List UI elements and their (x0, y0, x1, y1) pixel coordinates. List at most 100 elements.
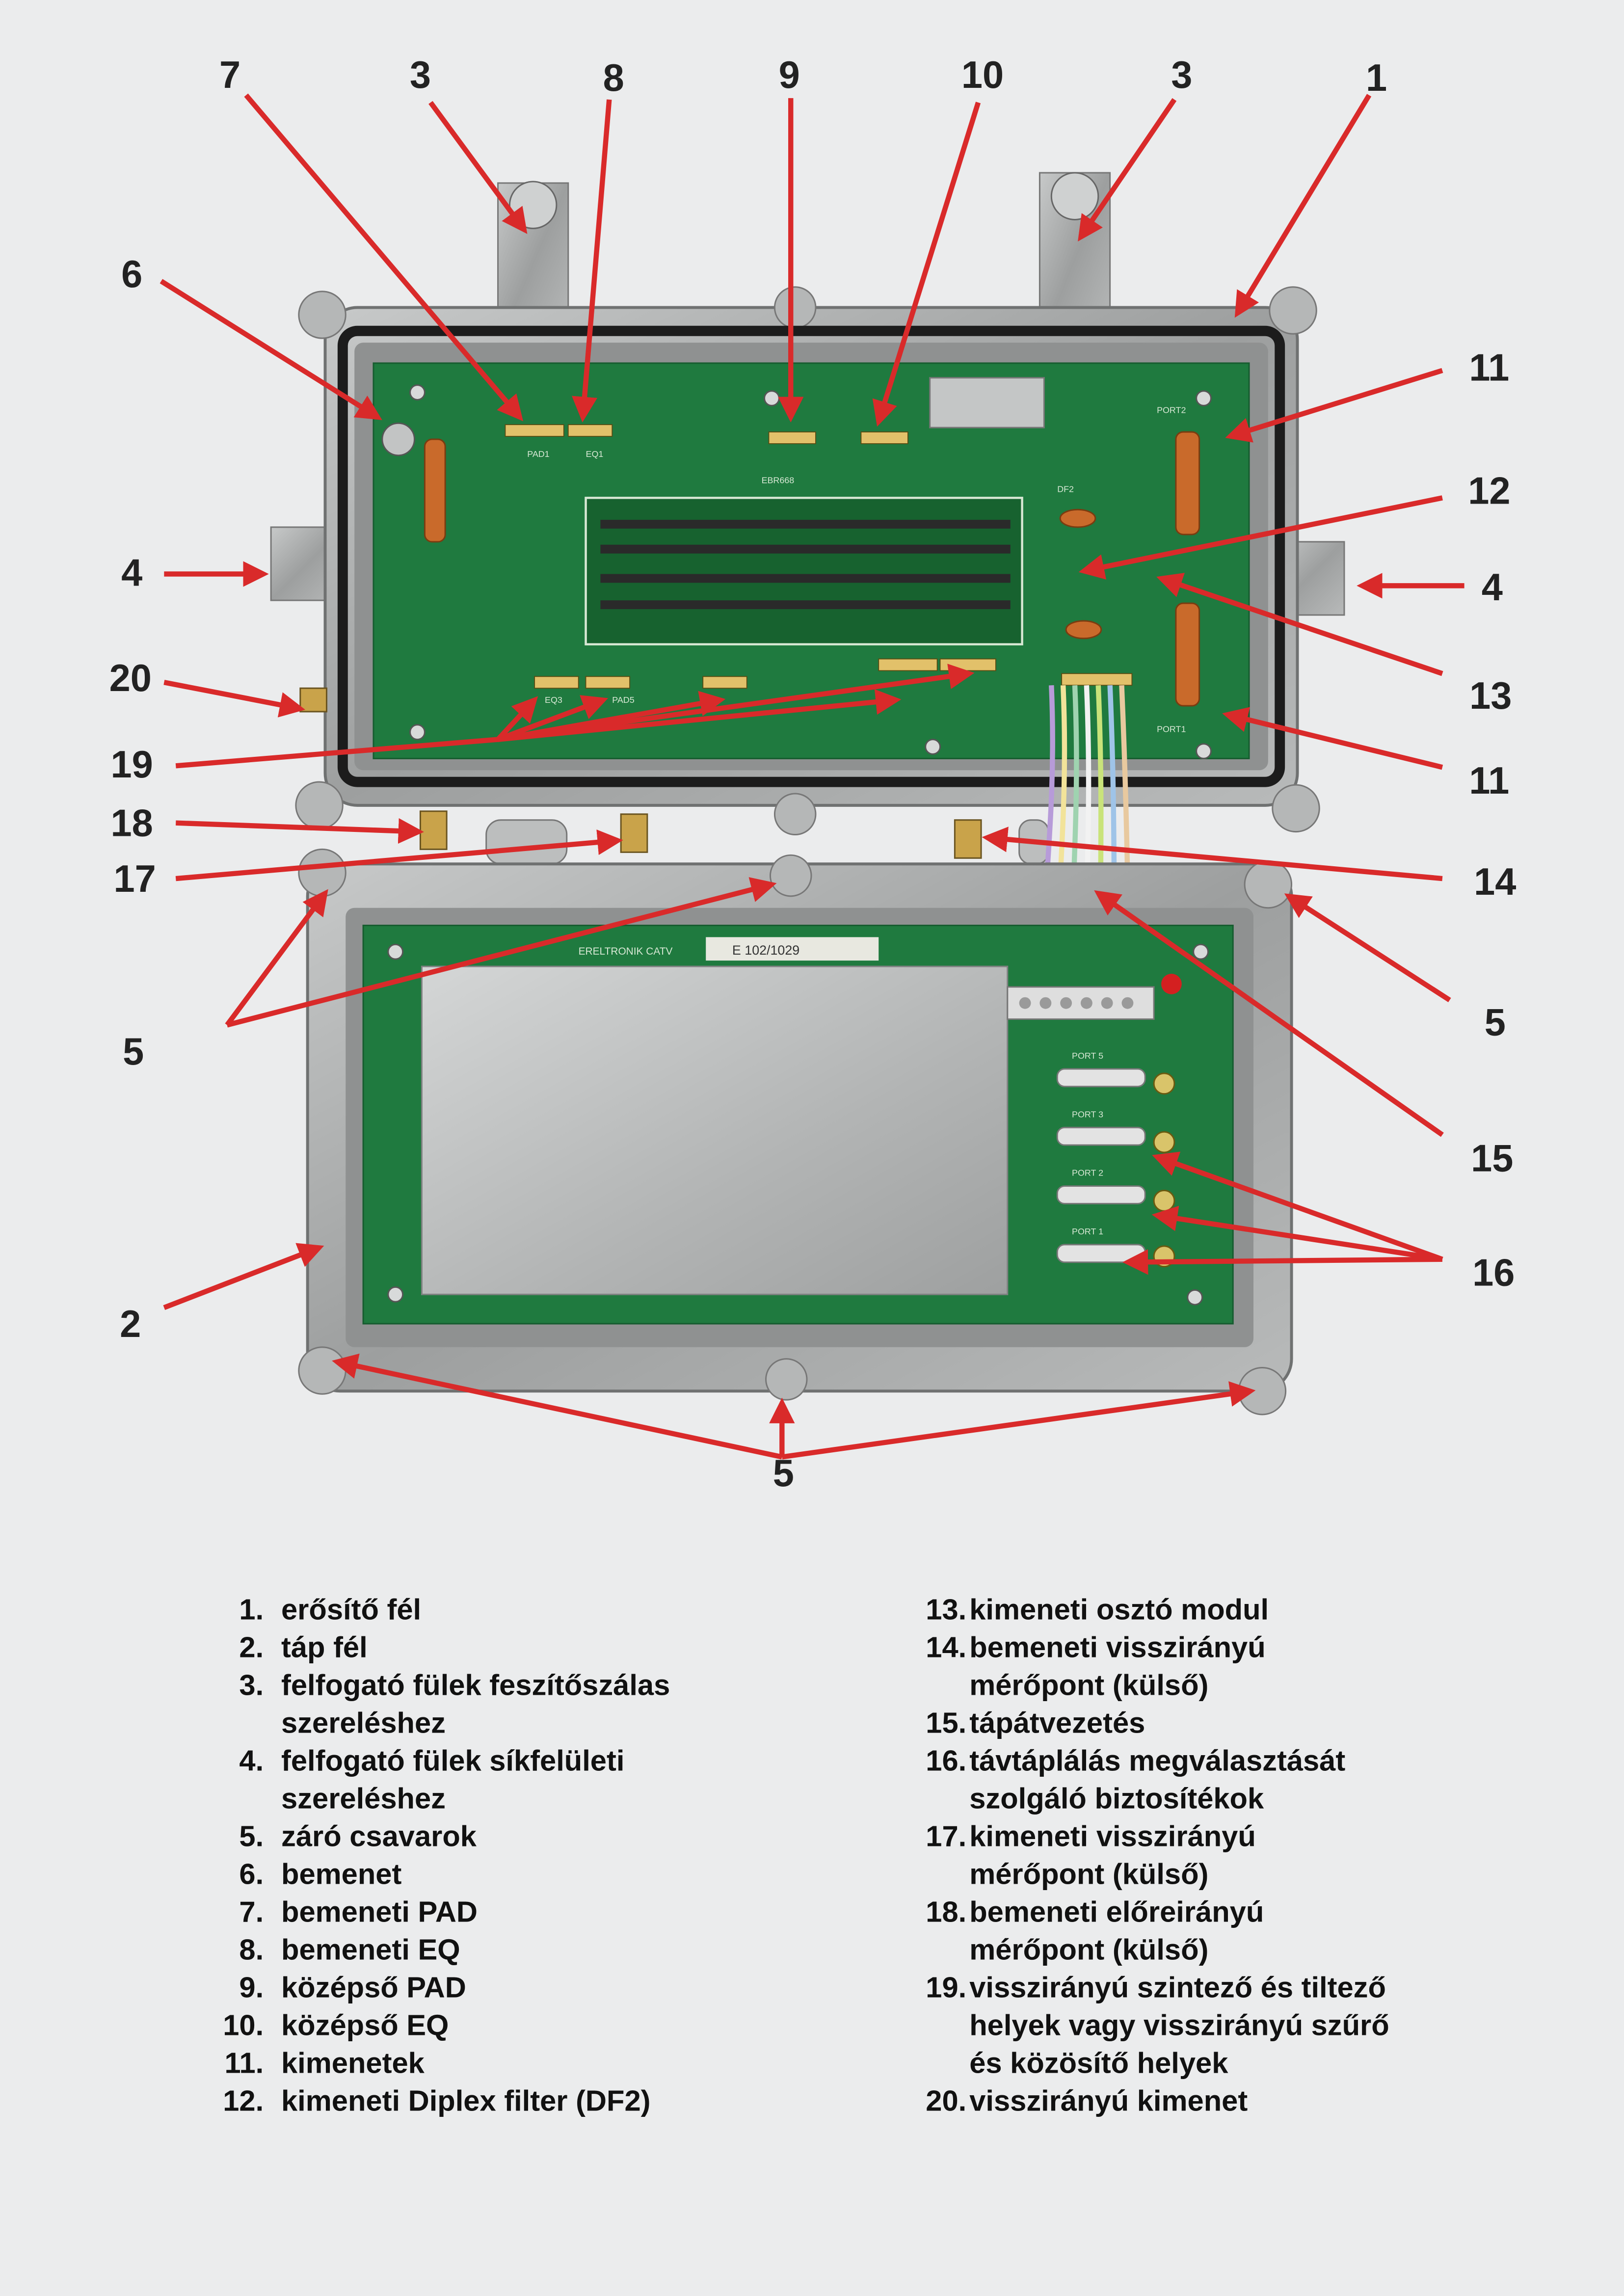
legend-item-text: erősítő fél (281, 1593, 421, 1626)
return-pad-header-2 (585, 676, 630, 689)
legend-item-number: 1. (239, 1593, 264, 1626)
lug-bolt-icon (1050, 172, 1099, 221)
legend-item-number: 20. (926, 2084, 966, 2117)
corner-ear (295, 781, 344, 830)
callout-20: 20 (109, 657, 152, 699)
power-supply-shield (421, 965, 1009, 1295)
legend-item-text: szereléshez (281, 1707, 446, 1739)
legend-item-number: 6. (239, 1857, 264, 1890)
legend-item-text: és közösítő helyek (969, 2046, 1228, 2079)
housing-gasket (337, 325, 1285, 787)
callout-16: 16 (1472, 1252, 1515, 1294)
fuse-group: PORT 5 PORT 3 PORT 2 PORT 1 (1056, 1051, 1146, 1263)
return-pad-header-1 (534, 676, 579, 689)
pcb-eq3-label: EQ3 (545, 695, 562, 705)
pcb-eq1-label: EQ1 (586, 449, 604, 459)
fuse-port3 (1056, 1126, 1146, 1146)
fuse-port3-label: PORT 3 (1072, 1109, 1103, 1119)
callout-6: 6 (121, 253, 142, 295)
legend-item-number: 2. (239, 1631, 264, 1664)
legend-item-number: 17. (926, 1819, 966, 1852)
callout-2: 2 (120, 1303, 141, 1345)
output-module-header (1061, 673, 1133, 686)
callout-10: 10 (961, 54, 1004, 96)
forward-input-test-point (419, 810, 448, 850)
callout-11: 11 (1469, 347, 1509, 389)
legend-item-text: középső PAD (281, 1971, 466, 2003)
callout-19: 19 (111, 744, 153, 786)
legend-item-text: mérőpont (külső) (969, 1857, 1208, 1890)
legend-item-text: felfogató fülek síkfelületi (281, 1744, 624, 1777)
legend-item-text: szolgáló biztosítékok (969, 1782, 1264, 1815)
legend-item-number: 9. (239, 1971, 264, 2003)
legend-item-text: bemeneti PAD (281, 1895, 478, 1928)
callout-3: 3 (410, 54, 431, 96)
pcb-pad5-label: PAD5 (612, 695, 634, 705)
corner-ear (298, 291, 346, 339)
callout-5: 5 (773, 1452, 794, 1495)
output-coil-bottom (1175, 602, 1200, 707)
return-pad-header-3 (702, 676, 747, 689)
legend-item-number: 15. (926, 1707, 966, 1739)
fuse-port1-label: PORT 1 (1072, 1227, 1103, 1236)
legend-item-number: 14. (926, 1631, 966, 1664)
fuse-port5-label: PORT 5 (1072, 1051, 1103, 1061)
legend-item-number: 11. (225, 2046, 264, 2079)
return-pad-header-4 (878, 658, 938, 671)
callout-15: 15 (1471, 1138, 1513, 1180)
input-pad-header (505, 424, 564, 437)
callout-13: 13 (1469, 675, 1512, 717)
top-shield-can (929, 377, 1045, 428)
fuse-port2 (1056, 1185, 1146, 1204)
legend-item-number: 16. (926, 1744, 966, 1777)
corner-ear (773, 793, 817, 836)
callout-5: 5 (123, 1031, 144, 1073)
legend-item-number: 19. (926, 1971, 966, 2003)
middle-eq-header (860, 431, 908, 444)
corner-ear (1272, 784, 1320, 833)
callout-1: 1 (1366, 57, 1387, 99)
fuse-port1 (1056, 1244, 1146, 1263)
legend-item-text: bemeneti EQ (281, 1933, 460, 1966)
serial-sticker (706, 937, 879, 961)
legend-item-text: táp fél (281, 1631, 368, 1664)
pcb-port2-label: PORT2 (1157, 405, 1186, 415)
pcb-model-label: EBR668 (762, 476, 795, 485)
callout-8: 8 (603, 57, 624, 99)
callout-14: 14 (1474, 861, 1516, 903)
legend-item-number: 7. (239, 1895, 264, 1928)
corner-ear (1269, 286, 1317, 335)
callout-arrows (160, 93, 1464, 1460)
return-input-test-point (954, 819, 982, 859)
legend-item-text: visszirányú kimenet (969, 2084, 1248, 2117)
power-led (1161, 973, 1182, 994)
return-output-connector (299, 687, 327, 713)
input-connector (381, 422, 415, 456)
return-output-test-point (620, 813, 648, 853)
callout-4: 4 (121, 552, 142, 594)
power-housing: ERELTRONIK CATV E 102/1029 PORT 5 PORT 3… (298, 848, 1293, 1415)
legend-item-number: 10. (223, 2008, 264, 2041)
middle-pad-header (768, 431, 816, 444)
legend-item-text: záró csavarok (281, 1819, 477, 1852)
legend-item-text: bemeneti előreirányú (969, 1895, 1264, 1928)
callout-5: 5 (1485, 1001, 1506, 1043)
pcb-port1-label: PORT1 (1157, 724, 1186, 734)
legend-item-text: kimeneti visszirányú (969, 1819, 1256, 1852)
input-coil (424, 438, 446, 543)
serial-label: E 102/1029 (732, 943, 799, 958)
return-pad-header-5 (939, 658, 996, 671)
legend-item-text: felfogató fülek feszítőszálas (281, 1669, 670, 1702)
hinge (485, 819, 568, 865)
legend-item-text: mérőpont (külső) (969, 1933, 1208, 1966)
legend-item-text: bemenet (281, 1857, 401, 1890)
legend-item-number: 3. (239, 1669, 264, 1702)
fuse-port5 (1056, 1068, 1146, 1088)
input-eq-header (567, 424, 613, 437)
callout-12: 12 (1468, 470, 1510, 512)
legend-left-column: 1. erősítő fél 2. táp fél 3. felfogató fülek … (223, 1593, 670, 2117)
callout-17: 17 (114, 858, 156, 900)
legend-item-number: 13. (926, 1593, 966, 1626)
